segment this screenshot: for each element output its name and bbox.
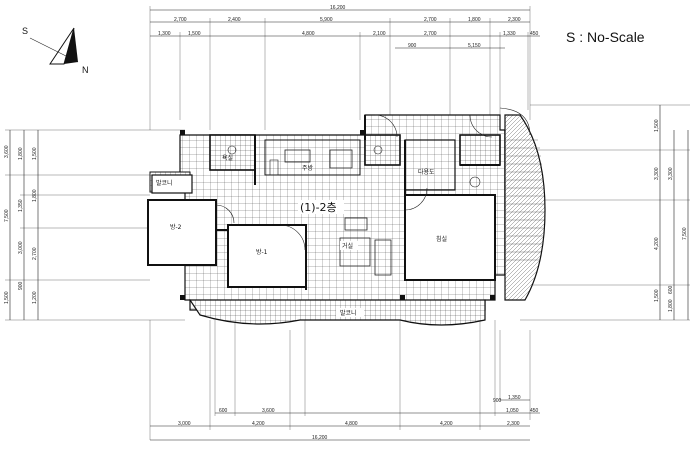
dim-top-r3-1: 900 [408, 43, 417, 49]
dim-right-i-5: 600 [668, 285, 674, 294]
dim-top-r1-1: 2,700 [174, 17, 187, 23]
dim-right-i-2: 3,300 [654, 167, 660, 180]
dim-bot-r2-3: 900 [493, 398, 502, 404]
dim-bot-r3-1: 3,000 [178, 421, 191, 427]
bottom-dimensions: 1,350 600 3,600 900 1,050 450 3,000 4,20… [149, 320, 540, 441]
compass-south-label: S [22, 26, 28, 36]
dim-top-r2-5: 2,700 [424, 31, 437, 37]
dim-bot-r2-5: 450 [530, 408, 539, 414]
dim-top-r1-4: 2,700 [424, 17, 437, 23]
dim-left-o-2: 7,500 [4, 209, 10, 222]
room-label-bedroom1: 방-1 [256, 248, 268, 256]
room-labels: 방-2 방-1 침실 발코니 발코니 거실 주방 욕실 다용도 (1)-2층 [154, 154, 447, 317]
dim-left-i-3: 2,700 [32, 247, 38, 260]
dim-top-r2-2: 1,500 [188, 31, 201, 37]
dim-bot-r3-5: 2,300 [507, 421, 520, 427]
room-label-balcony-front: 발코니 [340, 309, 357, 317]
dim-left-i-1: 1,500 [32, 147, 38, 160]
dim-top-r1-6: 2,300 [508, 17, 521, 23]
dim-top-total: 16,200 [330, 5, 346, 11]
dim-right-i-1: 1,500 [654, 119, 660, 132]
top-dimensions: 16,200 2,700 2,400 5,900 2,700 1,800 2,3… [149, 5, 540, 130]
compass-north-label: N [82, 65, 89, 75]
room-label-master: 침실 [436, 235, 447, 243]
room-label-kitchen: 주방 [302, 164, 314, 172]
dim-left-m-3: 3,000 [18, 241, 24, 254]
right-balcony-stairs [505, 139, 544, 261]
room-label-bath: 욕실 [222, 154, 233, 162]
dim-left-i-4: 1,200 [32, 291, 38, 304]
dim-bot-r2-2: 3,600 [262, 408, 275, 414]
dim-top-r2-1: 1,300 [158, 31, 171, 37]
dim-right-i-3: 4,200 [654, 237, 660, 250]
dim-right-i-4: 1,500 [654, 289, 660, 302]
dim-top-r1-2: 2,400 [228, 17, 241, 23]
dim-right-o-1: 3,300 [668, 167, 674, 180]
dim-top-r1-5: 1,800 [468, 17, 481, 23]
dim-top-r1-3: 5,900 [320, 17, 333, 23]
dim-bot-r3-2: 4,200 [252, 421, 265, 427]
room-label-bedroom2: 방-2 [170, 223, 182, 231]
dim-right-o-2: 7,500 [682, 227, 688, 240]
left-dimensions: 3,600 7,500 1,500 1,800 1,350 3,000 900 … [4, 129, 185, 321]
dim-left-m-1: 1,800 [18, 147, 24, 160]
dim-bot-total: 16,200 [312, 435, 328, 441]
scale-note: S : No-Scale [566, 29, 645, 45]
dim-bot-r3-3: 4,800 [345, 421, 358, 427]
room-label-balcony-left: 발코니 [156, 179, 173, 187]
dim-top-r2-4: 2,100 [373, 31, 386, 37]
floor-label: (1)-2층 [300, 201, 337, 214]
room-label-utility: 다용도 [418, 168, 435, 176]
room-label-living: 거실 [342, 242, 353, 250]
dim-bot-r2-4: 1,050 [506, 408, 519, 414]
dim-bot-r2-1: 600 [219, 408, 228, 414]
dim-bot-r1-1: 1,350 [508, 395, 521, 401]
dim-top-r2-7: 450 [530, 31, 539, 37]
dim-left-o-1: 3,600 [4, 145, 10, 158]
dim-right-o-3: 1,800 [668, 299, 674, 312]
dim-top-r2-3: 4,800 [302, 31, 315, 37]
dim-left-m-2: 1,350 [18, 199, 24, 212]
dim-left-m-4: 900 [18, 281, 24, 290]
right-dimensions: 1,500 3,300 4,200 1,500 600 3,300 7,500 … [520, 104, 690, 321]
rooms [147, 134, 501, 288]
dim-bot-r3-4: 4,200 [440, 421, 453, 427]
compass-rose: S N [22, 26, 89, 75]
dim-left-i-2: 1,800 [32, 189, 38, 202]
dim-left-o-3: 1,500 [4, 291, 10, 304]
dim-top-r3-2: 5,150 [468, 43, 481, 49]
dim-top-r2-6: 1,330 [503, 31, 516, 37]
interior-walls [180, 114, 500, 300]
